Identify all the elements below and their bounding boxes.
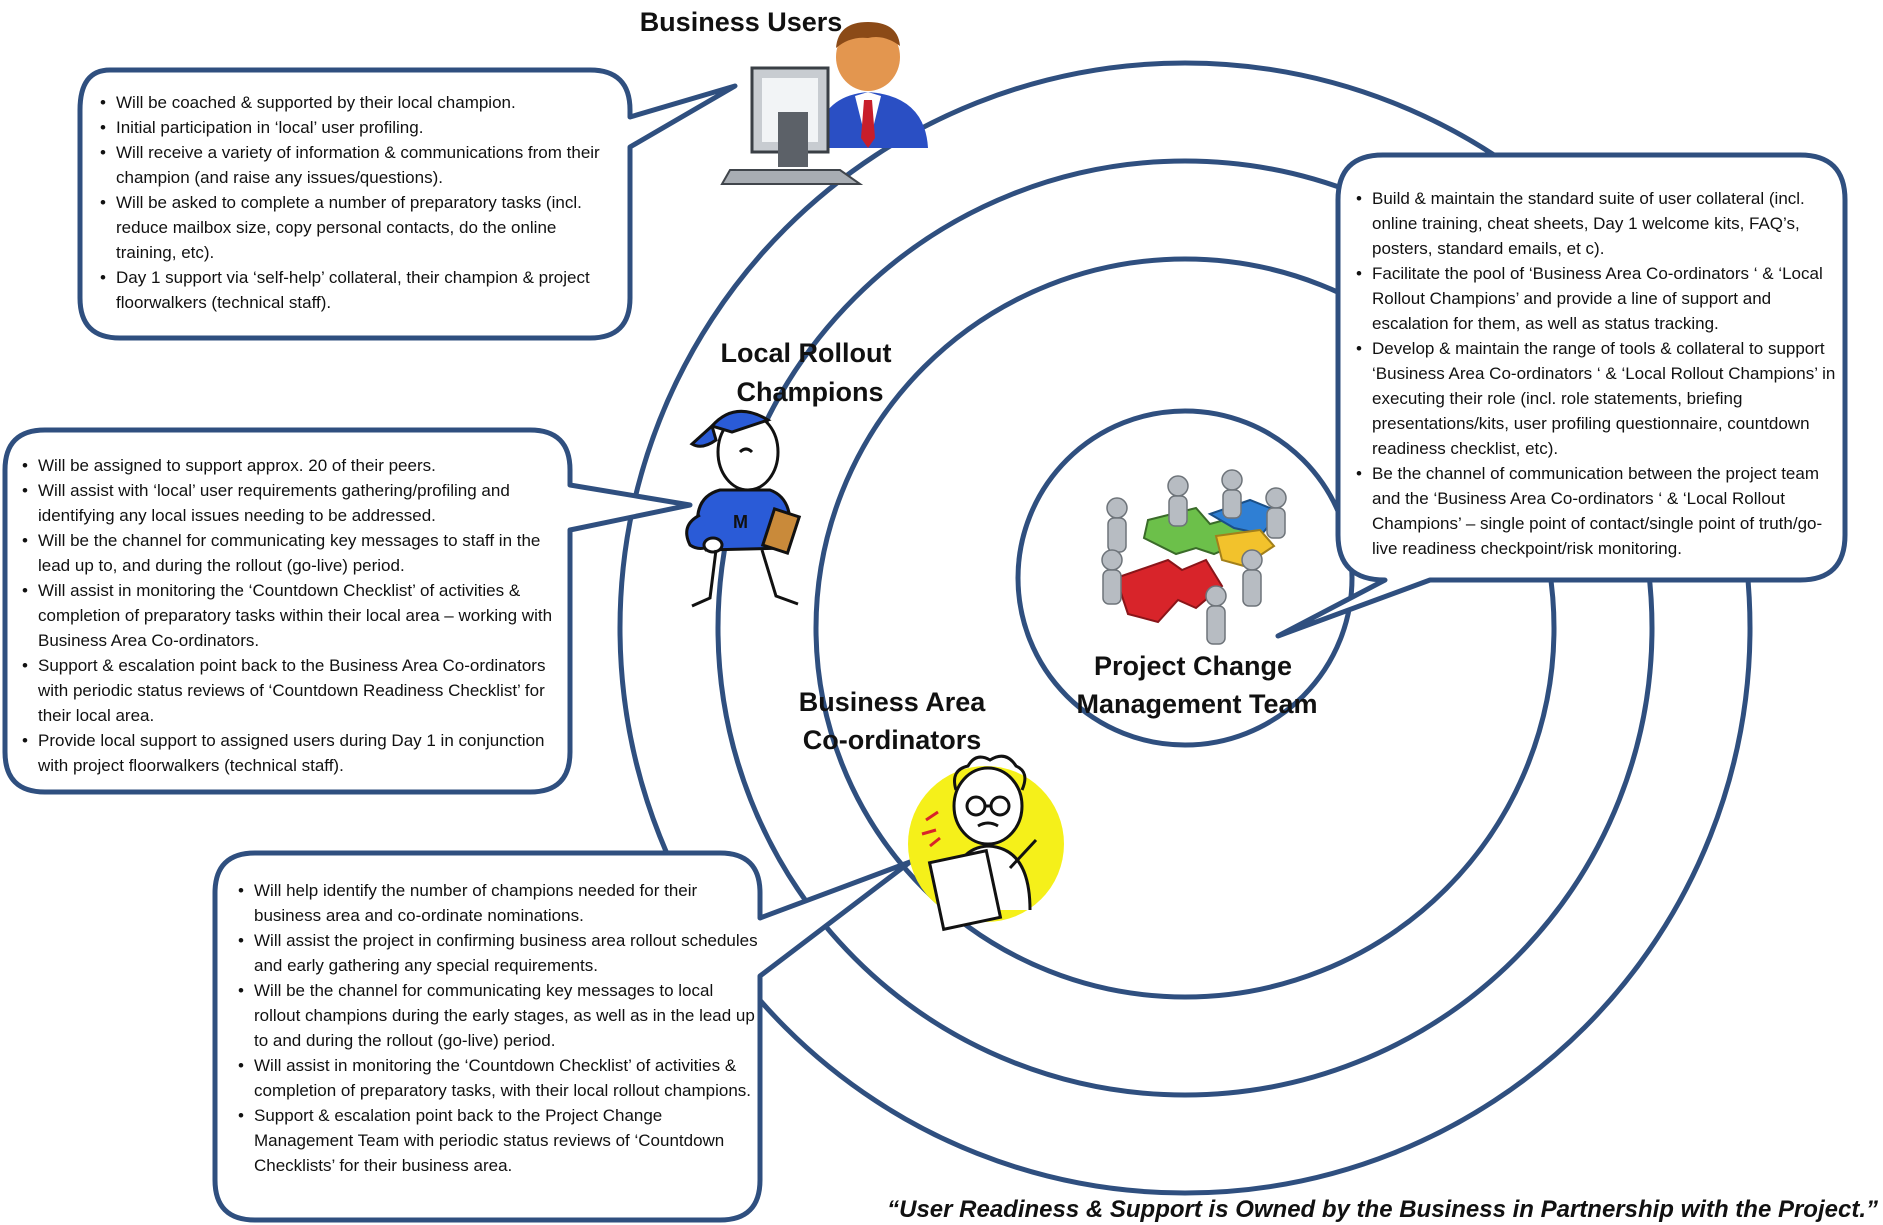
local-rollout-label-line1: Local Rollout — [721, 338, 892, 368]
list-item: Will be asked to complete a number of pr… — [98, 190, 616, 265]
partnership-quote: “User Readiness & Support is Owned by th… — [887, 1196, 1878, 1223]
inner-ring — [1015, 408, 1355, 748]
puzzle-team-icon — [1101, 469, 1287, 645]
list-item: Will assist in monitoring the ‘Countdown… — [236, 1053, 758, 1103]
list-item: Support & escalation point back to the B… — [20, 653, 568, 728]
business-users-box: Will be coached & supported by their loc… — [98, 90, 616, 315]
second-ring — [715, 158, 1655, 1098]
list-item: Will help identify the number of champio… — [236, 878, 758, 928]
list-item: Will receive a variety of information & … — [98, 140, 616, 190]
list-item: Will assist with ‘local’ user requiremen… — [20, 478, 568, 528]
business-area-label-line1: Business Area — [799, 687, 987, 717]
outer-ring — [617, 60, 1753, 1196]
pcmt-label-line1: Project Change — [1094, 651, 1292, 681]
third-ring — [813, 256, 1557, 1000]
list-item: Support & escalation point back to the P… — [236, 1103, 758, 1178]
list-item: Will assist the project in confirming bu… — [236, 928, 758, 978]
list-item: Will be assigned to support approx. 20 o… — [20, 453, 568, 478]
business-users-label: Business Users — [640, 7, 843, 37]
cartoon-coordinator-icon — [908, 754, 1064, 932]
list-item: Develop & maintain the range of tools & … — [1354, 336, 1842, 461]
list-item: Will be the channel for communicating ke… — [236, 978, 758, 1053]
local-rollout-label-line2: Champions — [736, 377, 883, 407]
svg-text:M: M — [733, 512, 748, 532]
cartoon-champion-icon: M — [685, 409, 802, 608]
list-item: Will be coached & supported by their loc… — [98, 90, 616, 115]
business-area-label-line2: Co-ordinators — [803, 725, 982, 755]
list-item: Day 1 support via ‘self-help’ collateral… — [98, 265, 616, 315]
list-item: Build & maintain the standard suite of u… — [1354, 186, 1842, 261]
list-item: Initial participation in ‘local’ user pr… — [98, 115, 616, 140]
pcmt-box: Build & maintain the standard suite of u… — [1354, 186, 1842, 561]
list-item: Facilitate the pool of ‘Business Area Co… — [1354, 261, 1842, 336]
local-champions-box: Will be assigned to support approx. 20 o… — [20, 453, 568, 778]
list-item: Be the channel of communication between … — [1354, 461, 1842, 561]
list-item: Will be the channel for communicating ke… — [20, 528, 568, 578]
pcmt-label-line2: Management Team — [1076, 689, 1317, 719]
coordinators-box: Will help identify the number of champio… — [236, 878, 758, 1178]
computer-user-icon — [720, 22, 928, 185]
list-item: Will assist in monitoring the ‘Countdown… — [20, 578, 568, 653]
list-item: Provide local support to assigned users … — [20, 728, 568, 778]
